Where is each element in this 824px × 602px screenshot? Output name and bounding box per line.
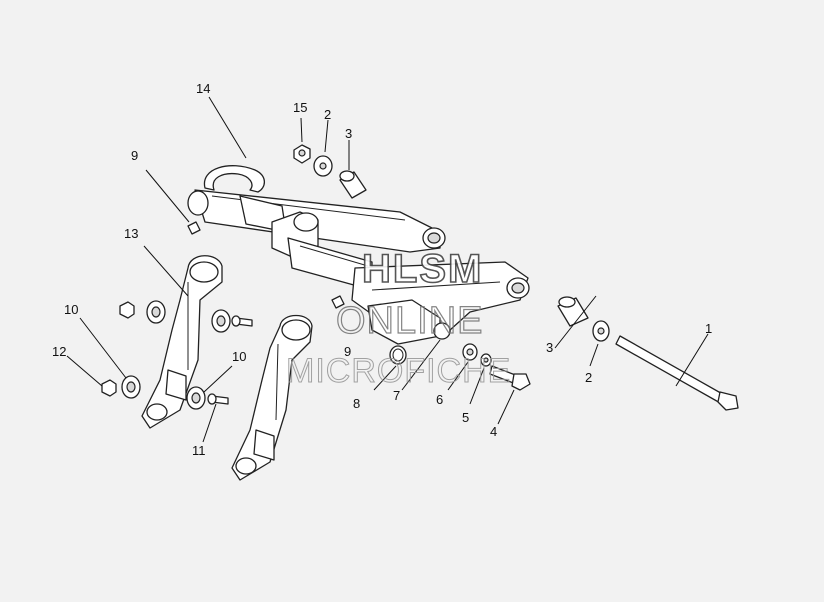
bolt-upper [231, 315, 253, 327]
link-right [231, 314, 313, 481]
washer-5 [480, 353, 492, 367]
callout-11: 11 [192, 443, 206, 458]
watermark-line-2: ONLINE [336, 300, 483, 342]
washer-2-right [592, 320, 610, 342]
callout-12: 12 [52, 344, 66, 359]
callout-9-left: 9 [131, 148, 138, 163]
callout-labels: 14 15 2 3 9 13 10 12 10 11 9 8 7 6 5 4 3… [52, 81, 712, 458]
bolt-11 [207, 393, 229, 405]
callout-3-right: 3 [546, 340, 553, 355]
callout-5: 5 [462, 410, 469, 425]
watermark: HLSM ONLINE MICROFICHE [286, 246, 511, 390]
callout-4: 4 [490, 424, 497, 439]
leader-lines [66, 96, 709, 443]
watermark-line-1: HLSM [362, 247, 483, 291]
callout-6: 6 [436, 392, 443, 407]
callout-14: 14 [196, 81, 210, 96]
bushing-10-upper-right [211, 309, 231, 333]
long-bolt-1 [615, 335, 739, 411]
callout-13: 13 [124, 226, 138, 241]
callout-15: 15 [293, 100, 307, 115]
bushing-3-top [339, 170, 367, 199]
nut-15 [293, 144, 311, 164]
spacer-7 [433, 322, 451, 340]
callout-7: 7 [393, 388, 400, 403]
bushing-10-lower-left [121, 375, 141, 399]
link-13 [141, 255, 223, 429]
callout-1: 1 [705, 321, 712, 336]
upper-a-arm [187, 165, 446, 291]
ring-8 [389, 345, 407, 365]
bushing-3-right [557, 296, 589, 327]
grease-fitting-9-left [187, 221, 201, 235]
callout-8: 8 [353, 396, 360, 411]
callout-2-right: 2 [585, 370, 592, 385]
washer-2-top [313, 155, 333, 177]
bolt-4 [489, 365, 531, 391]
callout-3-top: 3 [345, 126, 352, 141]
nut-upper-left [119, 301, 135, 319]
callout-9-center: 9 [344, 344, 351, 359]
bushing-10-upper-left [146, 300, 166, 324]
callout-10-left: 10 [64, 302, 78, 317]
bushing-10-lower-right [186, 386, 206, 410]
watermark-line-3: MICROFICHE [286, 352, 511, 390]
grease-fitting-9-center [331, 295, 345, 309]
nut-12 [101, 379, 117, 397]
callout-2-top: 2 [324, 107, 331, 122]
callout-10-mid: 10 [232, 349, 246, 364]
washer-6 [462, 343, 478, 361]
